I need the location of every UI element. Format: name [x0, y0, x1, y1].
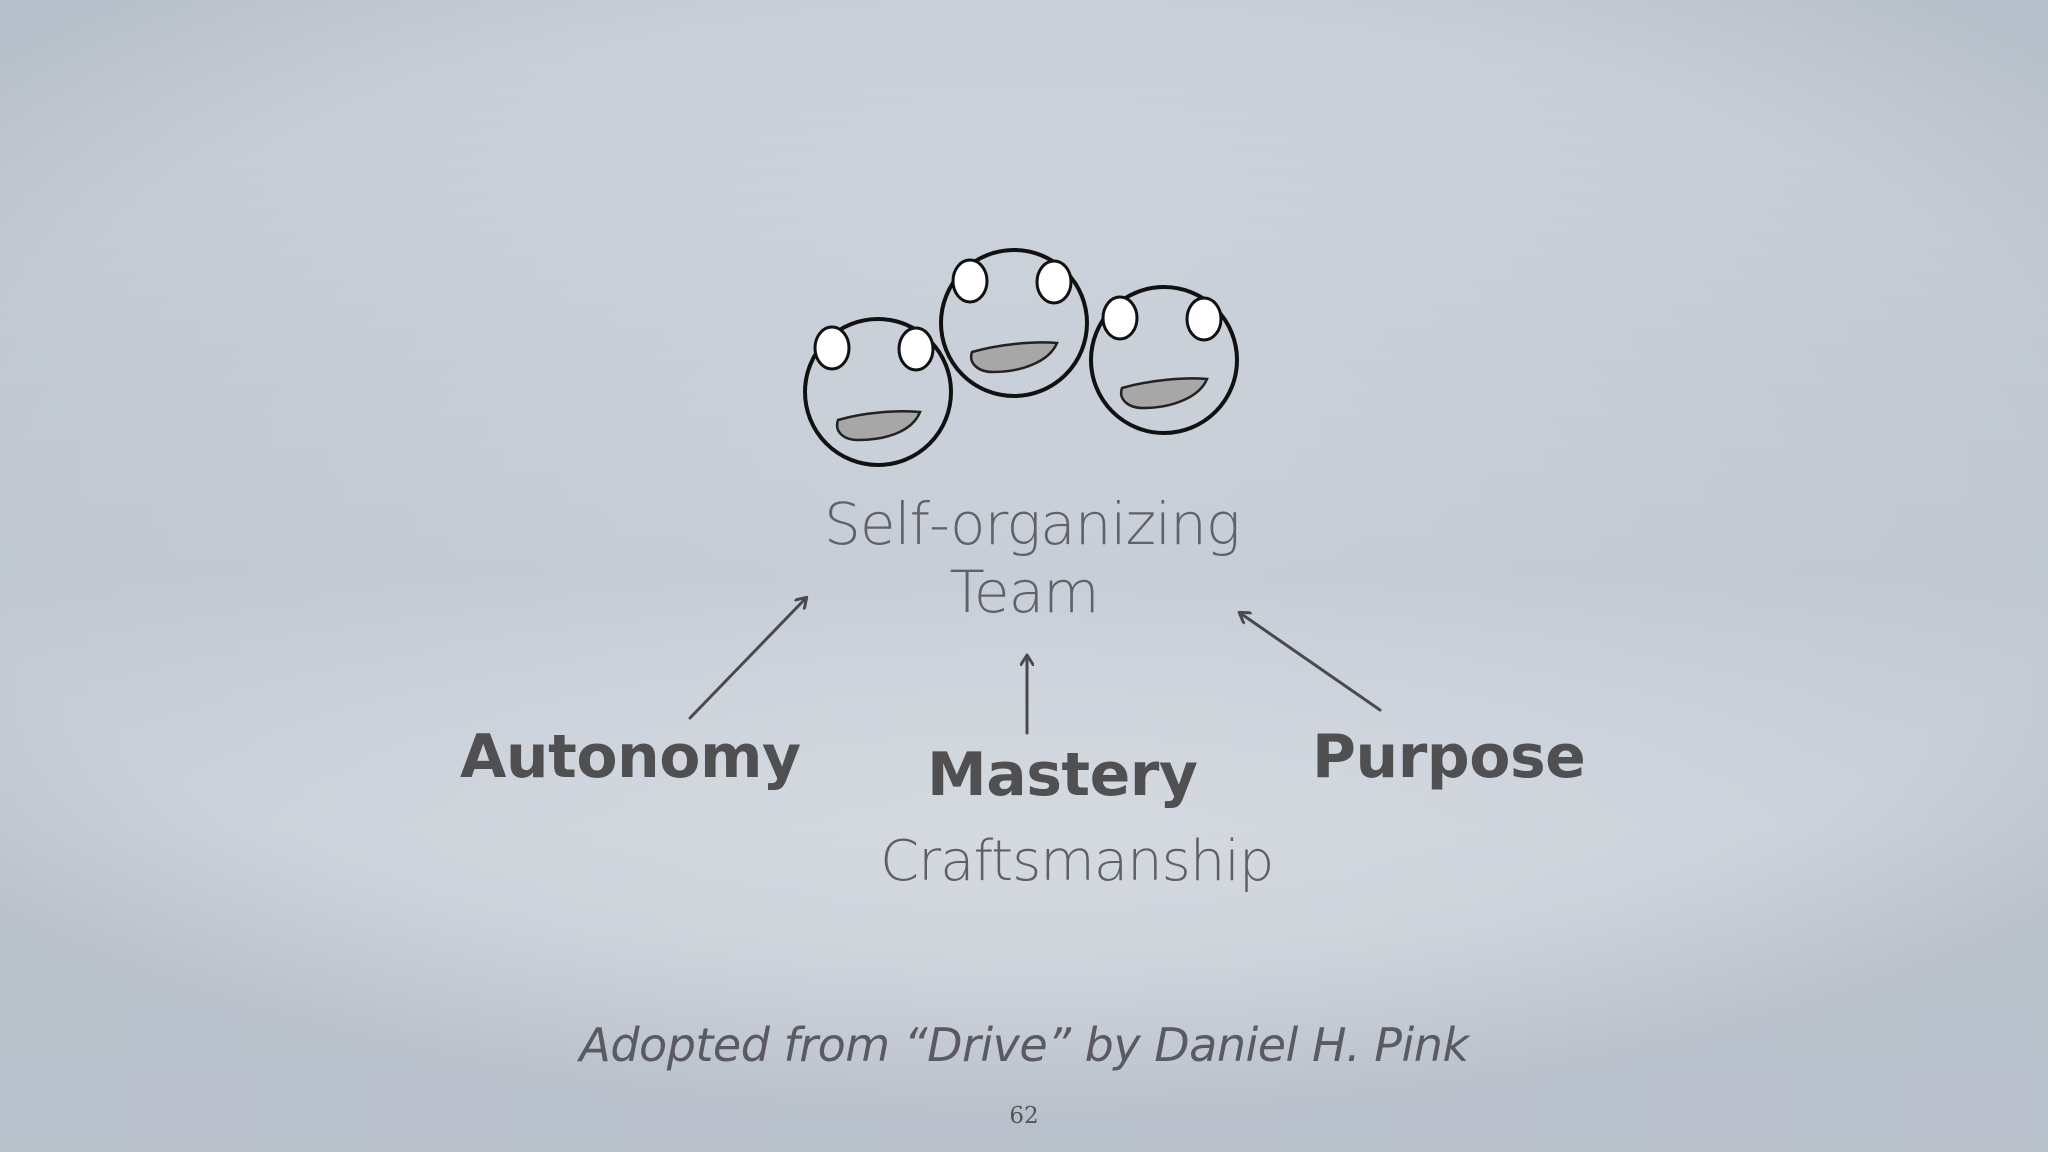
mastery-label: Mastery	[927, 740, 1198, 810]
arrow-icon	[1240, 613, 1382, 712]
team-label-line-1: Self-organizing	[824, 490, 1241, 558]
autonomy-label: Autonomy	[460, 722, 801, 792]
smiley-face-icon	[1089, 285, 1239, 435]
craftsmanship-label: Craftsmanship	[880, 829, 1274, 894]
purpose-label: Purpose	[1312, 722, 1586, 792]
team-label: Self-organizing Team	[824, 490, 1241, 626]
smiley-face-icon	[939, 248, 1089, 398]
team-label-line-2: Team	[949, 558, 1099, 626]
source-credit: Adopted from “Drive” by Daniel H. Pink	[579, 1018, 1469, 1072]
smiley-face-icon	[803, 317, 953, 467]
page-number: 62	[1009, 1103, 1039, 1129]
arrow-icon	[688, 598, 806, 720]
